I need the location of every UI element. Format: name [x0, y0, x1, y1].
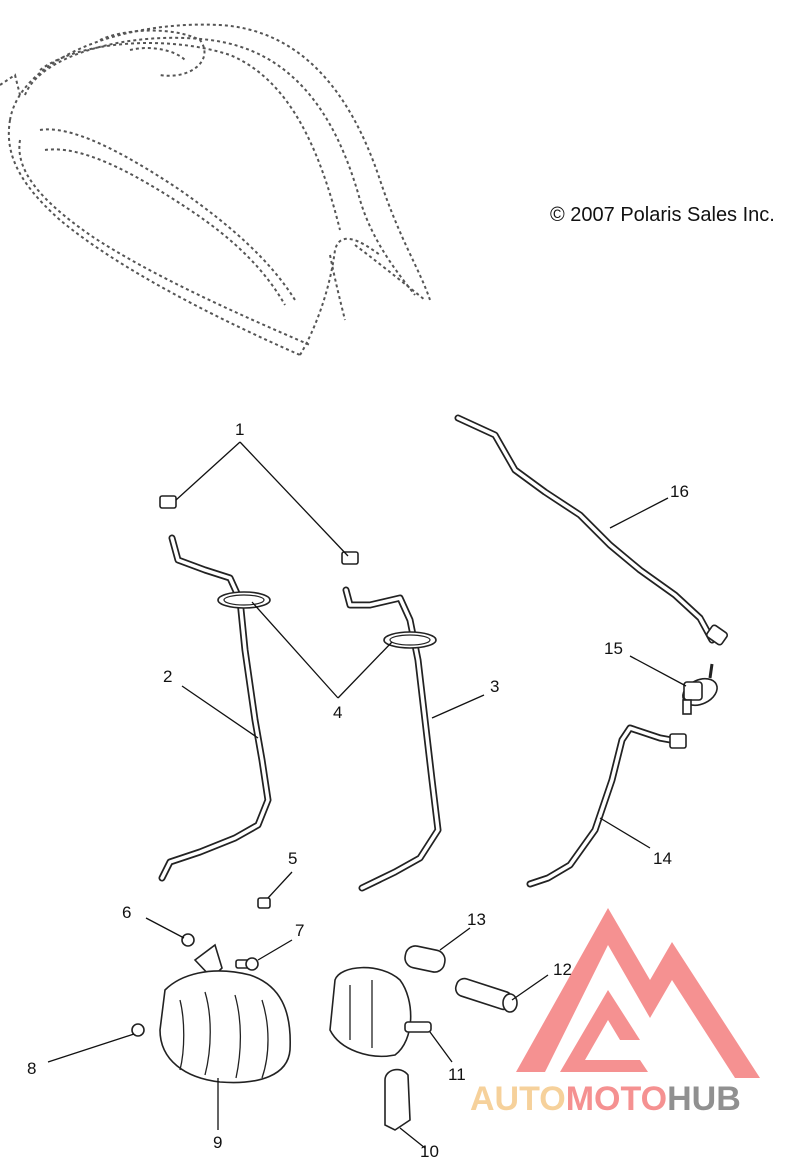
vent-hose-16: [454, 414, 729, 646]
callout-6: 6: [122, 903, 131, 922]
callout-15: 15: [604, 639, 623, 658]
filter-11: [329, 966, 432, 1057]
vent-hose-14: [526, 724, 687, 888]
bolt-7: [235, 957, 259, 971]
callout-9: 9: [213, 1133, 222, 1152]
leader-lines: [47, 441, 687, 1149]
callout-7: 7: [295, 921, 304, 940]
callout-numbers: 1 2 3 4 5 6 7 8 9 10 11 12 13 14 15 16: [27, 420, 689, 1160]
fuel-tank-ghost: [0, 23, 431, 356]
watermark-triangle-icon: [516, 908, 760, 1078]
callout-12: 12: [553, 960, 572, 979]
callout-11: 11: [448, 1065, 466, 1084]
strap-10: [384, 1068, 411, 1131]
callout-2: 2: [163, 667, 172, 686]
svg-text:AUTOMOTOHUB: AUTOMOTOHUB: [470, 1080, 741, 1118]
fitting-1: [159, 495, 359, 565]
callout-16: 16: [670, 482, 689, 501]
callout-4: 4: [333, 703, 342, 722]
vent-valve-15: [682, 663, 718, 715]
canister-9: [159, 943, 291, 1084]
watermark-text-hub: HUB: [667, 1080, 741, 1118]
sleeve-13: [404, 945, 446, 973]
callout-1: 1: [235, 420, 244, 439]
vent-hose-3: [342, 586, 442, 892]
callout-14: 14: [653, 849, 672, 868]
nut-6: [181, 933, 195, 947]
callout-13: 13: [467, 910, 486, 929]
copyright-notice: © 2007 Polaris Sales Inc.: [550, 204, 775, 226]
callout-8: 8: [27, 1059, 36, 1078]
bolt-8: [131, 1023, 145, 1037]
clip-5: [257, 897, 271, 909]
grommet-12: [454, 977, 518, 1013]
watermark-text-auto: AUTO: [470, 1080, 566, 1118]
watermark-text-moto: MOTO: [566, 1080, 667, 1118]
callout-5: 5: [288, 849, 297, 868]
automotohub-watermark: AUTOMOTOHUB: [470, 908, 760, 1118]
callout-10: 10: [420, 1142, 439, 1160]
callout-3: 3: [490, 677, 499, 696]
vent-hose-2: [158, 534, 272, 882]
